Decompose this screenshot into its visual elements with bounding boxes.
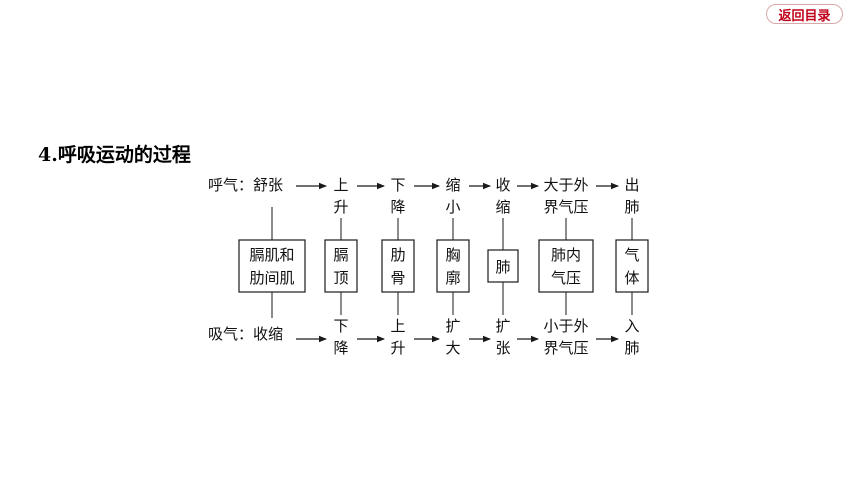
exhale-step-label: 界气压 (543, 198, 588, 216)
structure-label: 胸 (445, 246, 460, 264)
structure-label: 气 (624, 246, 639, 264)
structure-label: 顶 (333, 269, 348, 287)
exhale-step-label: 下 (390, 176, 405, 194)
structure-box (381, 239, 415, 293)
structure-label: 膈肌和 (249, 246, 294, 264)
exhale-step-label: 升 (333, 198, 348, 216)
inhale-step-label: 肺 (624, 339, 639, 357)
exhale-step-label: 缩 (495, 198, 510, 216)
inhale-step-label: 升 (390, 339, 405, 357)
structure-box (436, 239, 470, 293)
inhale-step-label: 降 (333, 339, 348, 357)
structure-label: 气压 (551, 269, 581, 287)
exhale-step-label: 小 (445, 198, 460, 216)
structure-box (538, 239, 594, 293)
structure-box (615, 239, 649, 293)
structure-label: 廓 (445, 269, 460, 287)
structure-label: 骨 (390, 269, 405, 287)
exhale-step-label: 出 (624, 176, 639, 194)
inhale-step-label: 小于外 (543, 317, 588, 335)
inhale-step-label: 扩 (495, 317, 510, 335)
exhale-step-label: 肺 (624, 198, 639, 216)
inhale-step-label: 扩 (445, 317, 460, 335)
inhale-step-label: 上 (390, 317, 405, 335)
structure-label: 肺内 (551, 246, 581, 264)
return-to-contents-button[interactable]: 返回目录 (766, 4, 843, 24)
inhale-step-label: 界气压 (543, 339, 588, 357)
inhale-step-label: 张 (495, 339, 510, 357)
inhale-step-label: 大 (445, 339, 460, 357)
exhale-row-label: 呼气：舒张 (208, 176, 283, 194)
section-title: 4.呼吸运动的过程 (38, 144, 191, 166)
structure-label: 肋 (390, 246, 405, 264)
exhale-step-label: 降 (390, 198, 405, 216)
inhale-step-label: 下 (333, 317, 348, 335)
return-to-contents-label: 返回目录 (778, 8, 831, 24)
exhale-step-label: 上 (333, 176, 348, 194)
structure-label: 肺 (495, 258, 510, 276)
exhale-step-label: 缩 (445, 176, 460, 194)
inhale-row-label: 吸气：收缩 (208, 325, 283, 343)
structure-label: 体 (624, 269, 639, 287)
exhale-step-label: 收 (495, 176, 510, 194)
structure-label: 肋间肌 (249, 269, 294, 287)
structure-box (324, 239, 358, 293)
structure-box (238, 239, 306, 293)
exhale-step-label: 大于外 (543, 176, 588, 194)
structure-box (487, 249, 519, 283)
inhale-step-label: 入 (624, 317, 639, 335)
structure-label: 膈 (333, 246, 348, 264)
